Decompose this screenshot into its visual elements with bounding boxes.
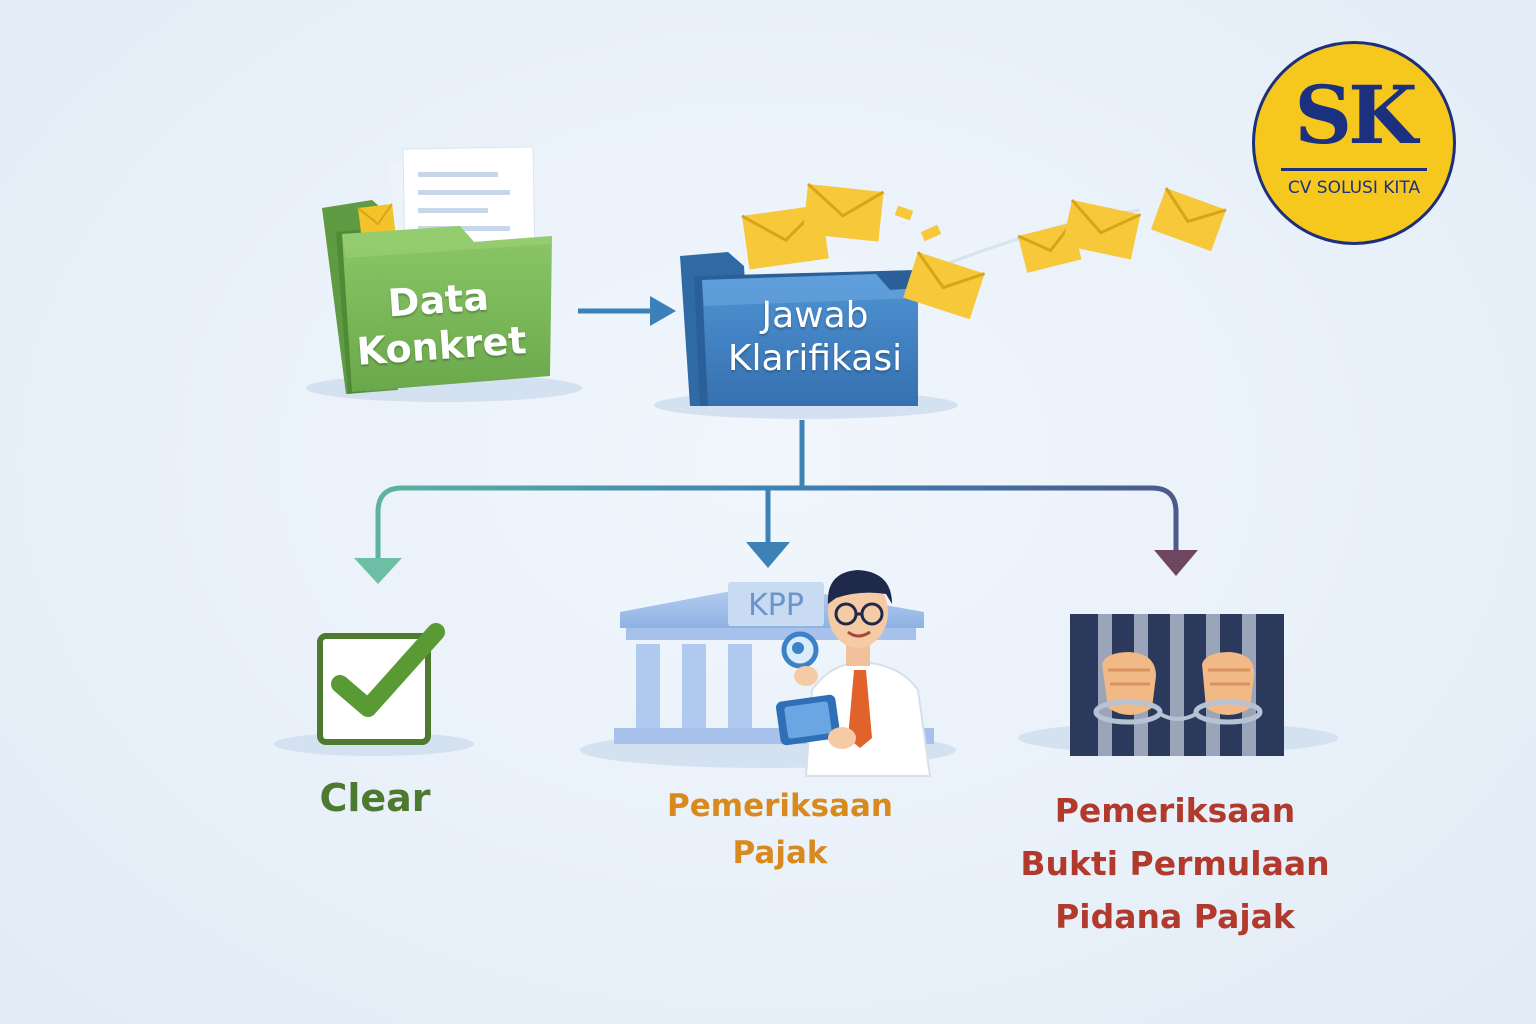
check-icon [317, 623, 445, 745]
kpp-sign: KPP [748, 588, 804, 623]
branch-arrows [375, 420, 1179, 558]
node-jawab-klarifikasi: Jawab Klarifikasi [700, 294, 930, 380]
logo: SK CV SOLUSI KITA [1252, 41, 1456, 245]
arrow-down-icon [746, 542, 790, 568]
arrow-down-icon [354, 558, 402, 584]
folder-data-icon [322, 146, 552, 394]
bukper-line2: Bukti Permulaan [1020, 843, 1330, 883]
bukper-line3: Pidana Pajak [1055, 896, 1295, 936]
jawab-line2: Klarifikasi [727, 338, 903, 380]
arrow-right-icon [578, 296, 676, 326]
jawab-line1: Jawab [761, 295, 869, 336]
periksa-line1: Pemeriksaan [667, 788, 893, 824]
node-pemeriksaan-pajak: Pemeriksaan Pajak [640, 783, 920, 876]
node-data-konkret: Data Konkret [327, 270, 553, 376]
logo-mark: SK [1294, 68, 1417, 162]
node-clear: Clear [319, 776, 431, 820]
node-bukti-permulaan: Pemeriksaan Bukti Permulaan Pidana Pajak [990, 785, 1360, 943]
logo-divider [1281, 168, 1427, 171]
arrow-down-icon [1154, 550, 1198, 576]
jail-bars-icon [1070, 614, 1284, 756]
folder-jawab-icon [680, 252, 918, 406]
bukper-line1: Pemeriksaan [1054, 791, 1296, 830]
logo-company-name: CV SOLUSI KITA [1287, 178, 1421, 198]
officer-icon [776, 570, 932, 777]
periksa-line2: Pajak [732, 834, 828, 871]
envelope-icon [741, 182, 1227, 320]
